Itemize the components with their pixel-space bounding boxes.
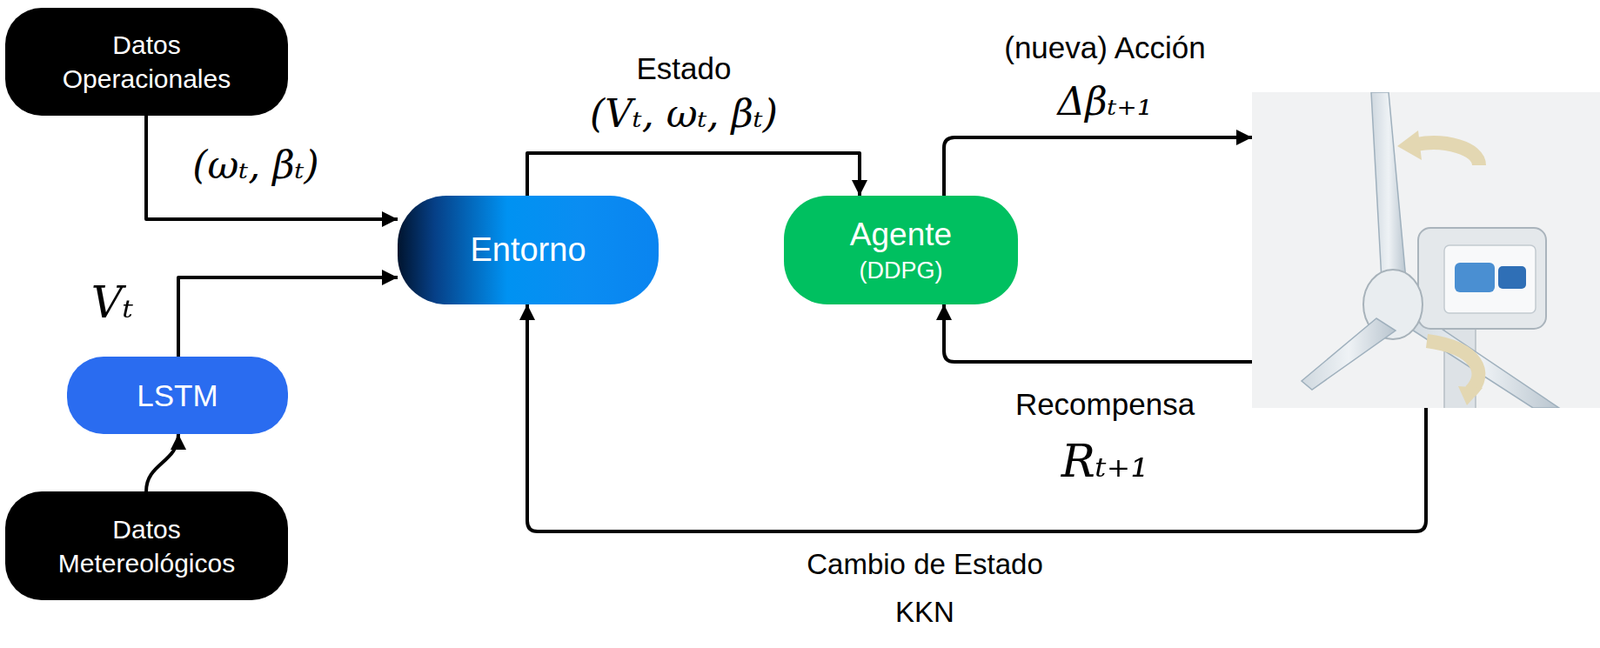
connector-arrow (146, 115, 398, 220)
rotation-arrow (1458, 386, 1483, 406)
node-title: Datos Operacionales (46, 27, 248, 96)
edge-label: Estado (633, 50, 736, 88)
rotation-arrow (1397, 130, 1422, 161)
method-label: KKN (891, 595, 958, 630)
gearbox (1454, 262, 1495, 293)
action-label: (nueva) Acción (1000, 29, 1210, 67)
edge-label: (ωₜ, βₜ) (188, 142, 322, 189)
wind-turbine (1251, 92, 1600, 409)
reward-arrow (943, 304, 1252, 362)
picture-ground (1251, 92, 1600, 409)
generator (1498, 266, 1527, 289)
edge-label: Vₜ (87, 276, 137, 329)
action-arrow (943, 137, 1252, 196)
nacelle-cutaway (1444, 245, 1536, 314)
node-title: Entorno (469, 228, 586, 272)
model-box: LSTM (66, 356, 288, 435)
reward-symbol: Rₜ₊₁ (1057, 434, 1152, 489)
node-subtitle: (DDPG) (859, 255, 944, 287)
environment-box: Entorno (397, 195, 659, 305)
state-vector: (Vₜ, ωₜ, βₜ) (586, 91, 782, 138)
blade (1301, 318, 1396, 390)
connector-arrow (527, 153, 860, 196)
data-source-box: Datos Metereológicos (5, 491, 288, 601)
data-source-box: Datos Operacionales (5, 7, 288, 116)
reward-label: Recompensa (1011, 386, 1199, 423)
node-title: Datos Metereológicos (46, 512, 248, 581)
rotation-arrow (1416, 142, 1480, 166)
nacelle (1418, 227, 1547, 329)
connector-arrow (178, 277, 398, 357)
connector-arrow (146, 434, 179, 492)
node-title: Agente (850, 214, 952, 256)
blade (1371, 92, 1406, 281)
state-change-arrow (527, 304, 1426, 532)
rotation-arrow (1426, 341, 1479, 392)
state-change-label: Cambio de Estado (803, 547, 1047, 583)
agent-box: Agente(DDPG) (783, 195, 1018, 305)
node-title: LSTM (136, 375, 218, 416)
action-symbol: Δβₜ₊₁ (1054, 79, 1157, 126)
